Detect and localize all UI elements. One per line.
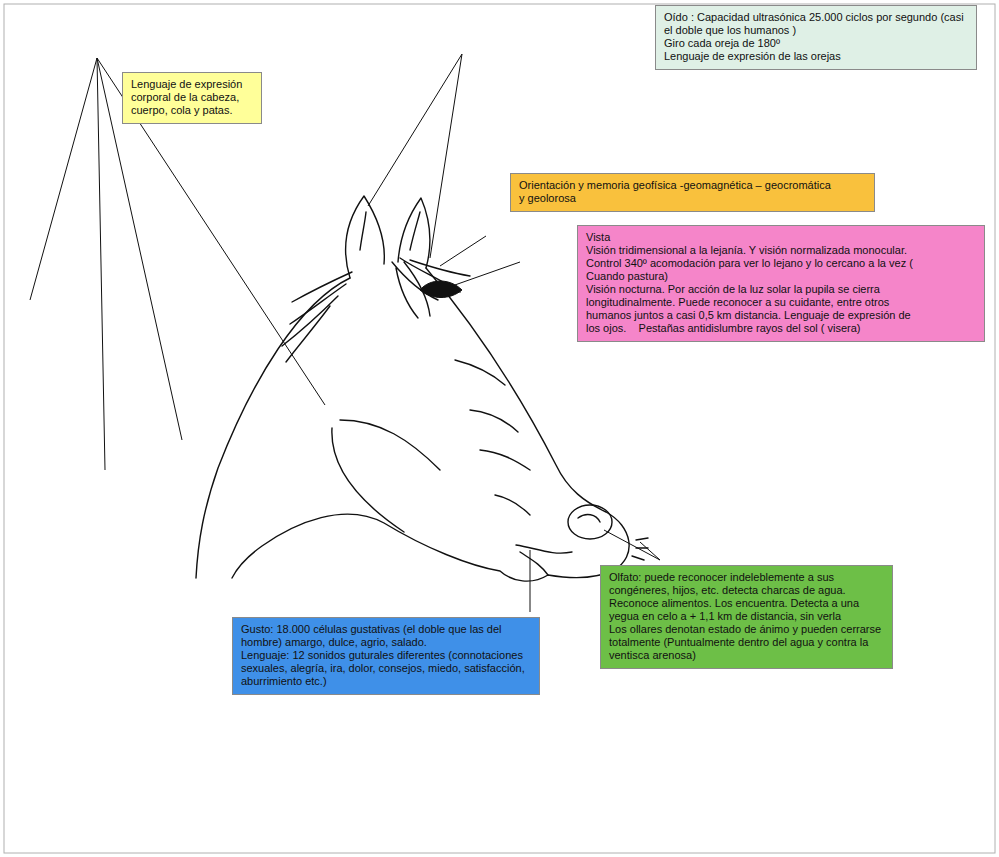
leader-line bbox=[368, 54, 462, 206]
box-text: Visión tridimensional a la lejanía. Y vi… bbox=[586, 244, 914, 283]
box-heading: Lenguaje de expresión corporal de la cab… bbox=[131, 78, 253, 117]
info-box: VistaVisión tridimensional a la lejanía.… bbox=[577, 225, 985, 342]
right-ear-inner bbox=[410, 212, 420, 250]
frame bbox=[4, 4, 995, 853]
leader-line bbox=[640, 542, 660, 560]
mouth bbox=[516, 545, 572, 553]
leader-line bbox=[530, 550, 531, 612]
box-text: Visión nocturna. Por acción de la luz so… bbox=[586, 283, 914, 335]
left-ear bbox=[346, 196, 385, 278]
box-heading: Vista bbox=[586, 231, 914, 244]
face-wrinkle bbox=[495, 495, 530, 515]
info-box: Orientación y memoria geofísica -geomagn… bbox=[510, 173, 875, 212]
left-ear-inner bbox=[360, 212, 366, 250]
box-text: Giro cada oreja de 180º bbox=[664, 37, 968, 50]
leader-lines bbox=[30, 54, 660, 612]
box-heading: Oído : Capacidad ultrasónica 25.000 cicl… bbox=[664, 11, 968, 37]
face-wrinkle bbox=[480, 450, 530, 470]
face-wrinkle bbox=[455, 360, 505, 385]
info-box: Olfato: puede reconocer indeleblemente a… bbox=[600, 565, 893, 669]
face-wrinkle bbox=[470, 410, 518, 432]
forelock bbox=[392, 258, 470, 318]
leader-line bbox=[97, 58, 325, 405]
info-box: Gusto: 18.000 células gustativas (el dob… bbox=[232, 617, 540, 695]
leader-line bbox=[440, 236, 486, 266]
cheek-line bbox=[340, 420, 440, 470]
leader-line bbox=[604, 530, 660, 560]
neck-line bbox=[196, 278, 350, 578]
leader-line bbox=[97, 58, 105, 470]
nostril bbox=[568, 505, 612, 539]
box-text: Lenguaje: 12 sonidos guturales diferente… bbox=[241, 649, 529, 688]
lip bbox=[520, 552, 548, 575]
leader-line bbox=[452, 262, 520, 286]
box-text: Los ollares denotan estado de ánimo y pu… bbox=[609, 623, 882, 662]
info-box: Lenguaje de expresión corporal de la cab… bbox=[122, 72, 262, 124]
box-text: Lenguaje de expresión de las orejas bbox=[664, 50, 968, 63]
leader-line bbox=[430, 54, 462, 258]
leader-line bbox=[30, 58, 97, 300]
right-ear bbox=[398, 198, 430, 268]
box-heading: Orientación y memoria geofísica -geomagn… bbox=[519, 179, 834, 205]
nostril-inner bbox=[578, 515, 600, 522]
cheek-line bbox=[332, 428, 404, 532]
box-heading: Gusto: 18.000 células gustativas (el dob… bbox=[241, 623, 529, 649]
box-heading: Olfato: puede reconocer indeleblemente a… bbox=[609, 571, 882, 623]
mane bbox=[282, 272, 352, 362]
info-box: Oído : Capacidad ultrasónica 25.000 cicl… bbox=[655, 5, 977, 70]
eye bbox=[420, 281, 462, 298]
